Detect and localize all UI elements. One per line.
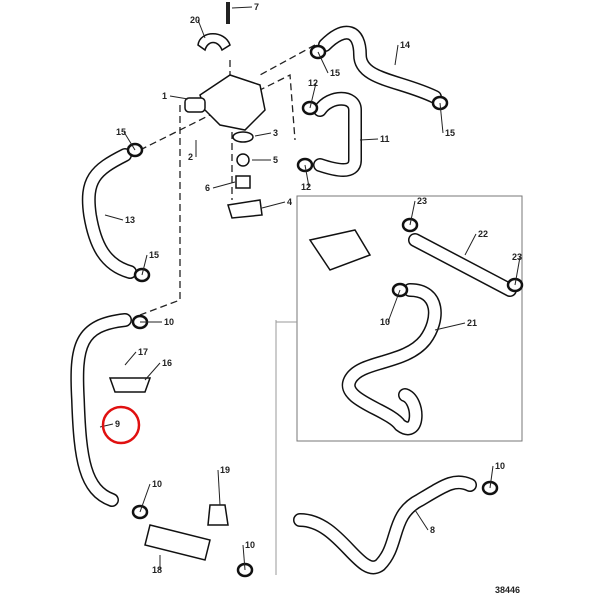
leader-line — [309, 82, 317, 109]
inset-box — [296, 195, 523, 442]
leader-line — [123, 131, 136, 151]
hose-21 — [341, 283, 442, 436]
leader-line — [304, 164, 310, 188]
callout-10: 10 — [380, 317, 390, 327]
leader-line — [439, 102, 444, 134]
pipe-22 — [408, 233, 517, 297]
leader-line — [231, 6, 253, 9]
thermostat-housing — [199, 74, 266, 131]
callout-4: 4 — [287, 197, 292, 207]
hose-13 — [81, 148, 137, 279]
callout-23: 23 — [512, 252, 522, 262]
callout-15: 15 — [116, 127, 126, 137]
callout-16: 16 — [162, 358, 172, 368]
elbow-20 — [197, 33, 231, 52]
callout-3: 3 — [273, 128, 278, 138]
clamp-10 — [131, 504, 149, 520]
bracket-16 — [108, 377, 152, 393]
callout-18: 18 — [152, 565, 162, 575]
callout-2: 2 — [188, 152, 193, 162]
leader-line — [254, 132, 272, 137]
leader-line — [141, 254, 148, 276]
leader-line — [197, 19, 206, 39]
leader-line — [169, 95, 189, 100]
leader-line — [261, 201, 286, 209]
callout-7: 7 — [254, 2, 259, 12]
cooler-18 — [144, 524, 211, 561]
leader-line — [434, 322, 466, 331]
callout-8: 8 — [430, 525, 435, 535]
callout-15: 15 — [149, 250, 159, 260]
leader-line — [414, 509, 429, 531]
hose-11 — [313, 91, 362, 177]
callout-19: 19 — [220, 465, 230, 475]
callout-14: 14 — [400, 40, 410, 50]
leader-line — [464, 233, 477, 256]
callout-9: 9 — [115, 419, 120, 429]
leader-line — [139, 483, 151, 513]
callout-22: 22 — [478, 229, 488, 239]
callout-labels: 7 20 14 1 15 12 15 11 3 2 5 6 4 15 13 15 12 23 22 23 10 21 10 1… — [115, 2, 522, 575]
highlight-circle — [101, 405, 141, 445]
callout-20: 20 — [190, 15, 200, 25]
leader-line — [317, 51, 329, 74]
callout-12: 12 — [301, 182, 311, 192]
callout-13: 13 — [125, 215, 135, 225]
callout-11: 11 — [380, 134, 390, 144]
gasket-3 — [232, 131, 254, 143]
pump-assembly — [308, 229, 372, 271]
clamp-19 — [207, 504, 229, 526]
leader-line — [359, 138, 379, 141]
thermostat-5 — [236, 153, 250, 167]
assembly-line — [139, 73, 296, 151]
leader-line — [242, 544, 246, 571]
hose-8 — [293, 475, 477, 575]
callout-17: 17 — [138, 347, 148, 357]
sleeve-6 — [235, 175, 251, 189]
callout-10: 10 — [245, 540, 255, 550]
leader-line — [104, 214, 124, 221]
gasket-4 — [227, 199, 263, 219]
leader-line — [144, 362, 161, 381]
leader-line — [217, 469, 221, 506]
callout-10: 10 — [495, 461, 505, 471]
callout-15: 15 — [445, 128, 455, 138]
hose-clamps — [126, 44, 524, 578]
assembly-line — [139, 105, 181, 316]
stud-7 — [226, 2, 230, 24]
callout-15: 15 — [330, 68, 340, 78]
callout-1: 1 — [162, 91, 167, 101]
leader-line — [212, 181, 236, 189]
callout-6: 6 — [205, 183, 210, 193]
hose-14 — [318, 25, 442, 104]
callout-10: 10 — [152, 479, 162, 489]
leader-line — [387, 289, 401, 323]
callout-5: 5 — [273, 155, 278, 165]
drawing-number: 38446 — [495, 585, 520, 595]
housing-outlet — [184, 97, 206, 113]
leader-line — [514, 256, 521, 286]
leader-line — [489, 465, 494, 489]
callout-12: 12 — [308, 78, 318, 88]
hose-9 — [70, 313, 132, 507]
leader-line — [394, 44, 399, 66]
callout-23: 23 — [417, 196, 427, 206]
leader-line — [409, 200, 416, 226]
callout-10: 10 — [164, 317, 174, 327]
leader-line — [124, 351, 137, 366]
callout-21: 21 — [467, 318, 477, 328]
